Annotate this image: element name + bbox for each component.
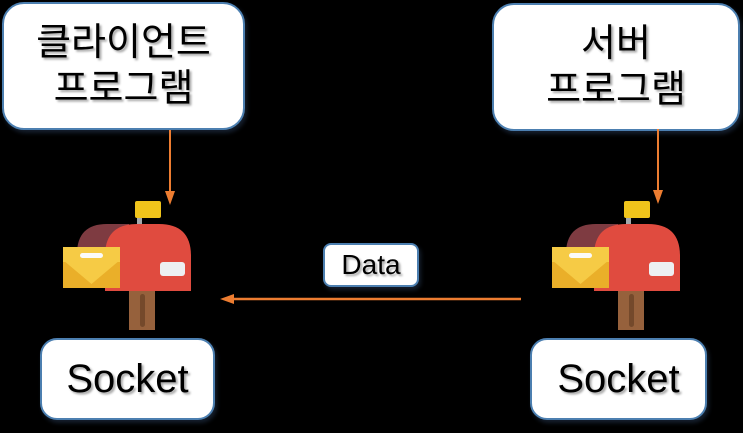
mailbox-post-slot: [629, 294, 634, 327]
server-program-label-line2: 프로그램: [546, 69, 686, 111]
mailbox-label-plate: [160, 262, 185, 276]
down-arrow-icon: [653, 129, 663, 204]
mailbox-icon: [63, 201, 191, 330]
mailbox-post-slot: [140, 294, 145, 327]
down-arrow-icon: [165, 130, 175, 205]
server-program-box: 서버 프로그램: [492, 3, 740, 131]
mailbox-pole: [137, 214, 142, 228]
client-program-label-line1: 클라이언트: [36, 22, 211, 64]
envelope-icon: [552, 247, 609, 288]
client-program-label-line2: 프로그램: [53, 68, 194, 110]
data-label: Data: [341, 249, 401, 280]
left-arrow-icon: [220, 294, 521, 304]
envelope-icon: [63, 247, 120, 288]
mailbox-flag: [135, 201, 161, 218]
mailbox-label-plate: [649, 262, 674, 276]
client-socket-label: Socket: [66, 356, 189, 401]
client-socket-box: Socket: [40, 338, 215, 420]
client-program-box: 클라이언트 프로그램: [2, 2, 245, 130]
mailbox-flag: [624, 201, 650, 218]
server-socket-box: Socket: [530, 338, 707, 420]
mailbox-icon: [552, 201, 680, 330]
mailbox-pole: [626, 214, 631, 228]
data-label-box: Data: [323, 243, 419, 287]
server-socket-label: Socket: [557, 356, 680, 401]
server-program-label-line1: 서버: [581, 23, 651, 65]
